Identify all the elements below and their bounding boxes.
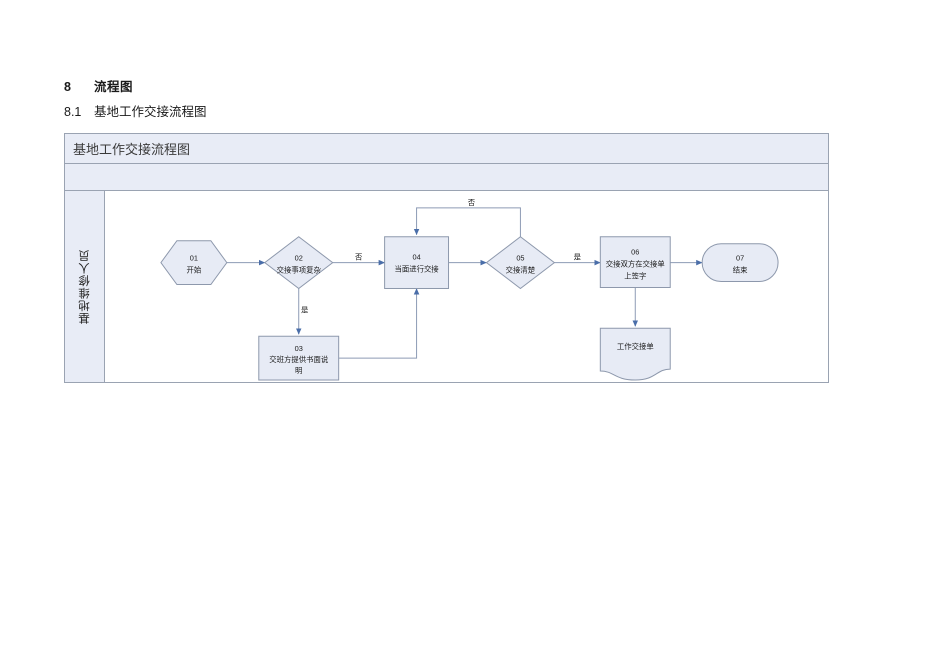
flowchart-phase-row	[65, 164, 828, 191]
edge-05-to-04-feedback	[413, 207, 521, 239]
section-number: 8	[64, 80, 72, 94]
node-05-id: 05	[516, 254, 524, 263]
node-02-label: 交接事项复杂	[277, 266, 321, 275]
node-04-label: 当面进行交接	[394, 265, 439, 274]
flowchart-container: 基地工作交接流程图 基地维修人员	[64, 133, 829, 383]
node-01-shape	[160, 240, 228, 286]
node-02-id: 02	[295, 254, 303, 263]
node-07-label: 结束	[733, 266, 748, 275]
node-06[interactable]: 06 交接双方在交接单 上签字	[599, 236, 671, 288]
node-02-shape	[263, 236, 334, 290]
node-06-label-line2: 上签字	[624, 272, 646, 281]
node-04-id: 04	[412, 253, 420, 262]
node-07[interactable]: 07 结束	[701, 243, 779, 283]
node-03-label-line2: 明	[295, 366, 302, 375]
node-03-id: 03	[295, 344, 303, 353]
flowchart-title: 基地工作交接流程图	[73, 142, 191, 157]
node-04-shape	[384, 236, 450, 289]
section-title: 流程图	[94, 80, 134, 94]
node-02[interactable]: 02 交接事项复杂	[263, 236, 334, 290]
node-07-shape	[701, 243, 779, 283]
node-07-id: 07	[736, 254, 744, 263]
node-05-shape	[485, 236, 556, 290]
edge-label-05-yes: 是	[574, 253, 582, 262]
subsection-heading: 8.1 基地工作交接流程图	[64, 101, 207, 120]
node-04[interactable]: 04 当面进行交接	[384, 236, 450, 289]
subsection-number: 8.1	[64, 105, 82, 119]
node-05[interactable]: 05 交接清楚	[485, 236, 556, 290]
flowchart-title-bar: 基地工作交接流程图	[65, 134, 828, 164]
node-document[interactable]: 工作交接单	[599, 327, 671, 381]
flowchart-canvas: 否 是 是 否	[160, 198, 779, 381]
edge-label-02-no: 否	[355, 253, 363, 262]
flowchart-body: 基地维修人员 否 是	[65, 191, 828, 383]
node-06-shape	[599, 236, 671, 288]
node-05-label: 交接清楚	[506, 266, 536, 275]
subsection-title: 基地工作交接流程图	[94, 105, 207, 119]
node-03[interactable]: 03 交班方提供书面说 明	[258, 335, 340, 381]
edge-label-05-no: 否	[468, 198, 476, 207]
node-06-label-line1: 交接双方在交接单	[606, 260, 665, 269]
swimlane-body: 否 是 是 否	[105, 191, 828, 382]
document-label: 工作交接单	[617, 342, 654, 351]
document-shape	[599, 327, 671, 381]
edge-label-02-yes: 是	[301, 305, 309, 314]
swimlane-header: 基地维修人员	[65, 191, 105, 382]
swimlane-label: 基地维修人员	[78, 249, 91, 324]
node-03-shape	[258, 335, 340, 381]
node-06-id: 06	[631, 248, 639, 257]
node-01-label: 开始	[187, 266, 202, 275]
page-title: 8 流程图	[64, 76, 133, 95]
node-03-label-line1: 交班方提供书面说	[269, 355, 329, 364]
node-01-id: 01	[190, 254, 198, 263]
edge-03-to-04	[338, 288, 420, 359]
node-01[interactable]: 01 开始	[160, 240, 228, 286]
